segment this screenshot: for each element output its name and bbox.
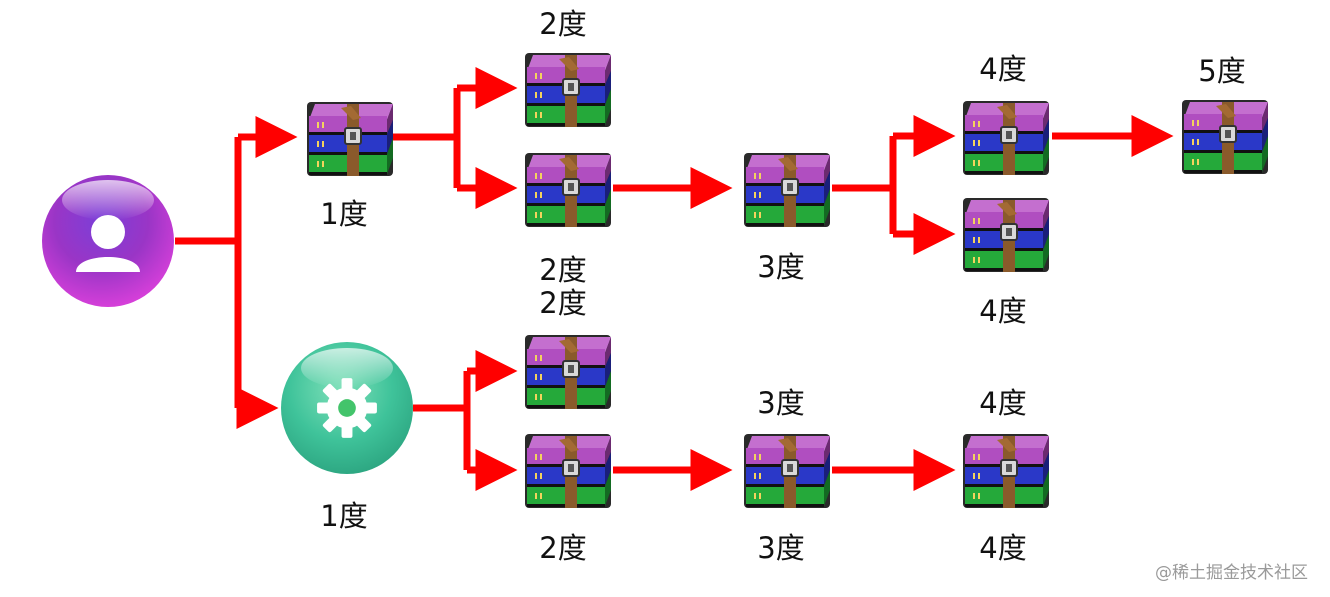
user-root-node	[42, 175, 174, 307]
node-label-u1: 1度	[320, 197, 368, 231]
archive-icon-u4b	[962, 197, 1050, 273]
archive-icon-s2b	[524, 433, 612, 509]
gear-icon	[317, 378, 377, 438]
node-label-u5: 5度	[1198, 54, 1246, 88]
watermark: @稀土掘金技术社区	[1155, 563, 1308, 583]
user-icon	[76, 215, 140, 272]
node-label-s4: 4度	[979, 386, 1027, 420]
settings-root-node	[281, 342, 413, 474]
node-label-s1: 1度	[320, 499, 368, 533]
archive-icon-u1	[306, 101, 394, 177]
node-label-s3b: 3度	[757, 531, 805, 565]
archive-icon-u2a	[524, 52, 612, 128]
node-label-u2a: 2度	[539, 7, 587, 41]
node-label-s3: 3度	[757, 386, 805, 420]
node-label-s2a: 2度	[539, 286, 587, 320]
node-label-u4b: 4度	[979, 294, 1027, 328]
node-label-s2b: 2度	[539, 531, 587, 565]
archive-icon-u5	[1181, 99, 1269, 175]
archive-icon-u2b	[524, 152, 612, 228]
node-label-s4b: 4度	[979, 531, 1027, 565]
node-label-u4a: 4度	[979, 52, 1027, 86]
archive-icon-s2a	[524, 334, 612, 410]
arrows	[175, 67, 1174, 491]
node-label-u3: 3度	[757, 250, 805, 284]
archive-icon-s3	[743, 433, 831, 509]
node-label-u2b: 2度	[539, 253, 587, 287]
archive-icon-u4a	[962, 100, 1050, 176]
archive-icon-s4	[962, 433, 1050, 509]
archive-icon-u3	[743, 152, 831, 228]
